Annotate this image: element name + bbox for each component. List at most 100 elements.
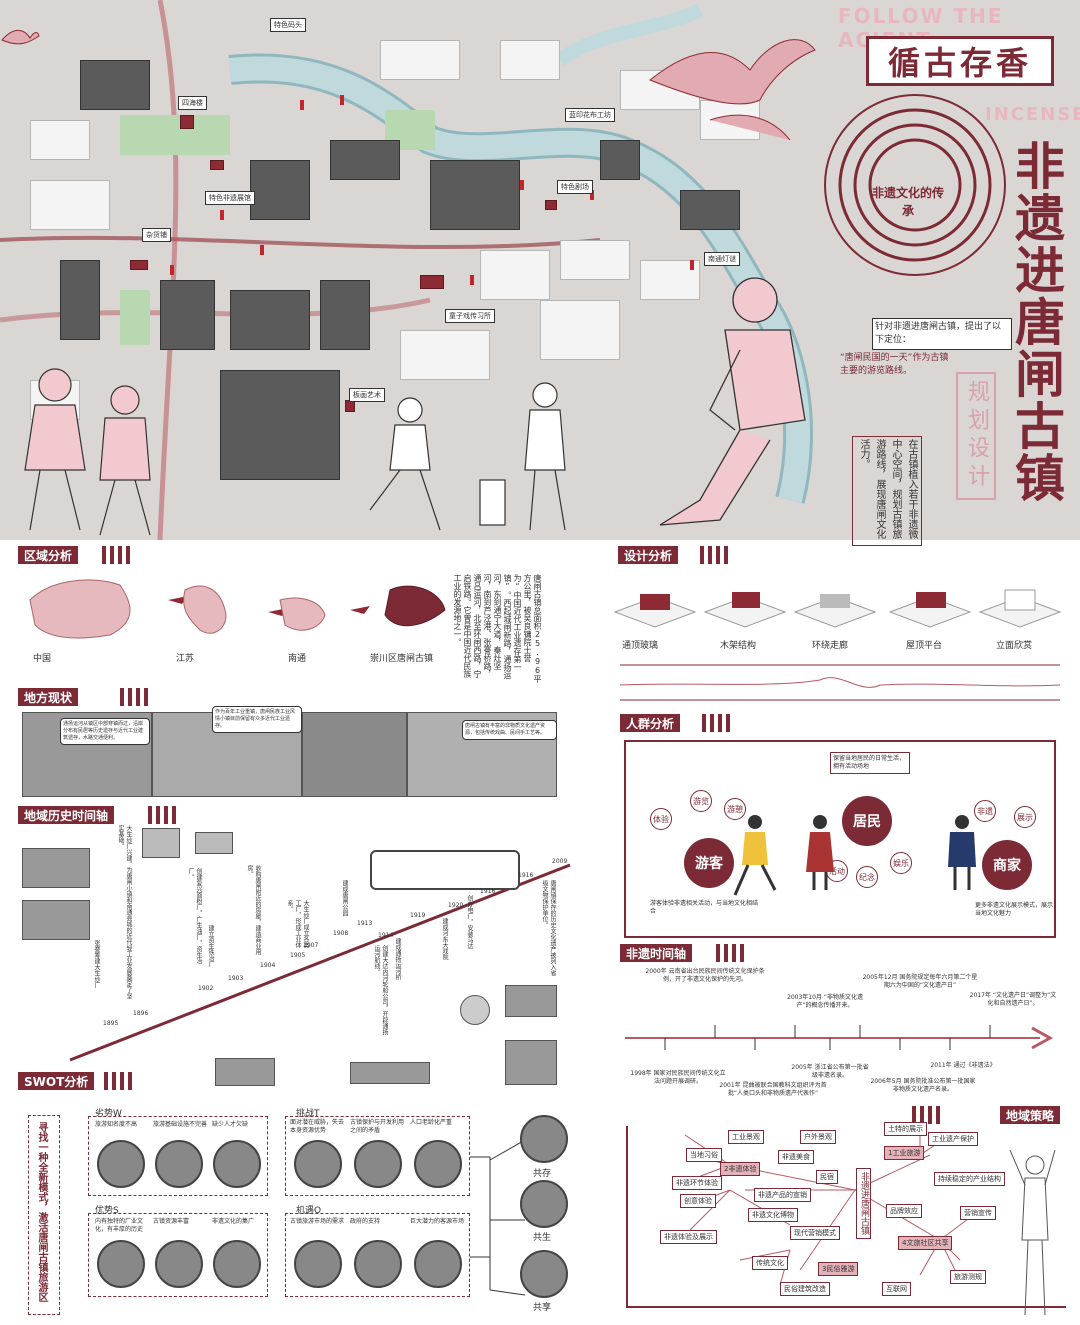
history-year: 2009 [552,858,568,865]
section-bars [716,944,744,962]
ich-event: 1998年 国家对民族民间传统文化立法问题开展调研。 [630,1070,726,1085]
building [560,240,630,280]
outcome-label: 共享 [533,1303,552,1313]
crowd-sub: 纪念 [856,866,878,888]
swot-o-box [285,1213,470,1297]
bird-illustration [1,29,40,45]
swot-w-title: 劣势W [95,1109,122,1119]
title-english-1: FOLLOW THE ACIENT [838,4,1004,52]
strategy-node: 品牌效应 [886,1204,922,1218]
history-event: 建立资生铁冶厂 [207,925,214,967]
section-title-crowd: 人群分析 [620,714,681,732]
strategy-node: 营销宣传 [960,1206,996,1220]
route-pin [300,100,304,110]
swot-t-box [285,1116,470,1196]
region-label: 南通 [288,654,307,664]
swot-photo [155,1140,203,1188]
section-bars [702,714,730,732]
swot-connectors [470,1140,526,1296]
swot-item: 古镇保护与开发利用之间的矛盾 [350,1119,405,1134]
strategy-branch: 2非遗体验 [720,1162,761,1176]
route-pin [520,180,524,190]
strategy-node: 户外景观 [800,1130,836,1144]
photographer-figure [1009,1149,1056,1316]
section-title-design: 设计分析 [618,546,679,564]
design-elevation [620,664,1060,701]
swot-w-box [88,1116,268,1196]
swot-photo [354,1140,402,1188]
bird-illustration [649,39,816,141]
strategy-node: 创意体验 [680,1194,716,1208]
ich-event: 2001年 昆曲被联合国教科文组织评为首批“人类口头和非物质遗产代表作” [719,1082,827,1097]
swot-photo [97,1140,145,1188]
building [80,60,150,110]
building [380,40,460,80]
heritage-site [420,275,444,289]
strategy-node: 民俗建筑改造 [780,1282,830,1296]
ich-event: 2017年 “文化遗产日”调整为“文化和自然遗产日”。 [969,992,1057,1007]
route-pin [220,210,224,220]
swot-photo [354,1240,402,1288]
section-bars [120,688,148,706]
history-year: 1908 [333,930,349,937]
design-label: 立面欣赏 [996,641,1033,651]
section-bars [912,1106,940,1124]
history-year: 1913 [357,920,373,927]
strategy-border [626,1306,1066,1308]
history-photo [142,828,180,858]
positioning-lead: 针对非遗进唐闸古镇，提出了以下定位： [872,318,1012,350]
section-title-strategy: 地域策略 [1000,1106,1061,1124]
people-illustration [24,368,566,536]
swot-item: 古镇旅游市场的需求 [290,1218,345,1225]
history-year: 1902 [198,985,214,992]
history-photo [350,1062,430,1084]
building [160,280,215,350]
heritage-site [180,115,194,129]
crowd-tourist: 游客 [684,838,734,888]
strategy-node: 持续稳定的产业结构 [934,1172,1005,1186]
swot-item: 人口老龄化严重 [410,1119,453,1126]
crowd-note: 保留当地居民的日常生活，拥有活动场地 [830,752,910,774]
history-event: 大生纱厂兴建，为唐闸小镇和南通县城的近代轻工业发展奠定了坚实基础。 [117,825,132,999]
building [320,280,370,350]
region-maps [29,579,446,639]
building [330,140,400,180]
resident-figure [806,815,834,890]
ich-event: 2005年 浙江省公布第一批省级非遗名录。 [791,1064,869,1079]
strategy-node: 非遗环节体验 [672,1176,722,1190]
swot-s-box [88,1213,268,1297]
swot-photo [97,1240,145,1288]
main-title: 非遗进唐闸古镇 [1007,140,1065,504]
crowd-sub: 体验 [650,808,672,830]
history-year: 1916 [480,888,496,895]
history-year: 1916 [518,872,534,879]
map-label: 四海楼 [178,96,207,110]
crowd-sub: 非遗 [974,800,996,822]
history-event: 创建大达内河轮船公司，开辟通扬运河航线。 [373,945,388,1035]
crowd-sub: 游憩 [724,798,746,820]
swot-item: 巨大潜力的客源市场 [410,1218,465,1225]
park [120,290,150,345]
history-event: 建成通扬运河桥 [394,938,401,980]
history-photo [22,848,90,888]
history-event: 创办电厂，安装马达 [466,895,473,949]
swot-photo [213,1140,261,1188]
swot-item: 旅游基础设施不完善 [153,1121,208,1128]
heritage-site [130,260,148,270]
outcome-label: 共存 [533,1169,552,1179]
building [60,260,100,340]
strategy-node: 民宿 [816,1170,838,1184]
crowd-note: 更多非遗文化展示模式，展示当地文化魅力 [975,902,1054,917]
map-label: 特色非遗展馆 [205,191,255,205]
ich-axis [625,1025,1054,1050]
building [640,260,700,300]
strategy-branch: 3民俗雅游 [818,1262,859,1276]
tourist-figure [733,815,777,896]
strategy-node: 非遗体验及展示 [660,1230,717,1244]
strategy-node: 传统文化 [752,1256,788,1270]
merchant-figure [948,815,976,890]
swot-t-title: 挑战T [296,1109,320,1119]
region-label: 中国 [33,654,52,664]
circle-text: 非遗文化的传承 [871,186,944,218]
swot-item: 面对潜在威胁，失去本身资源优势 [290,1119,345,1134]
